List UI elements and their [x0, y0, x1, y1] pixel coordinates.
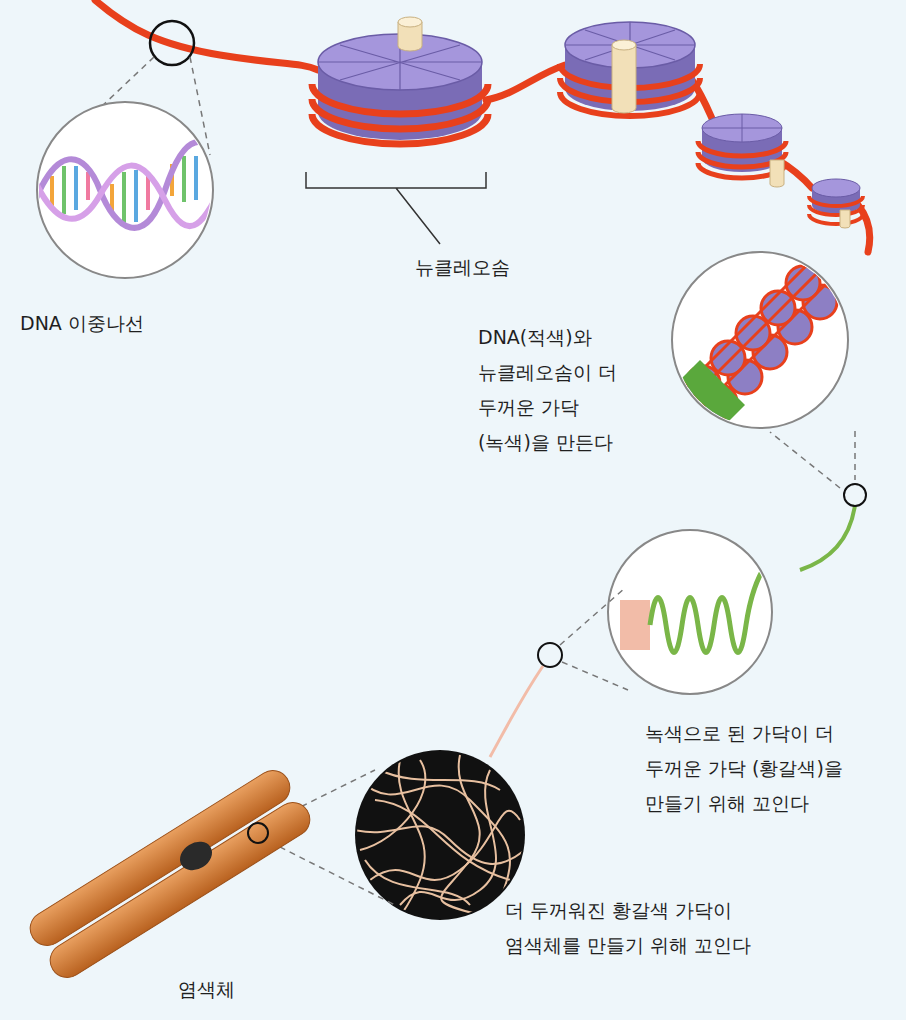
part-name: 뉴클레오솜 — [415, 250, 565, 285]
note: DNA(적색)와 뉴클레오솜이 더 두꺼운 가닥(녹색)을 만든다 — [478, 320, 618, 460]
zoom-helix — [30, 21, 225, 278]
part-name: DNA 이중나선 — [20, 306, 190, 341]
nucleosome — [560, 22, 700, 116]
chromatin-zoom — [355, 588, 628, 921]
green-strand — [608, 431, 866, 694]
bracket — [306, 172, 486, 244]
note: 녹색으로 된 가닥이 더 두꺼운 가닥 (황갈색)을 만들기 위해 꼬인다 — [645, 716, 850, 821]
zoom-solenoid — [660, 232, 862, 445]
nucleosome — [312, 17, 488, 144]
dna-strand — [95, 0, 870, 252]
note: 더 두꺼워진 황갈색 가닥이 염색체를 만들기 위해 꼬인다 — [505, 893, 770, 963]
nucleosome — [809, 179, 863, 228]
part-name: 염색체 — [178, 972, 288, 1007]
chromosome — [24, 764, 395, 984]
nucleosome — [698, 114, 786, 187]
